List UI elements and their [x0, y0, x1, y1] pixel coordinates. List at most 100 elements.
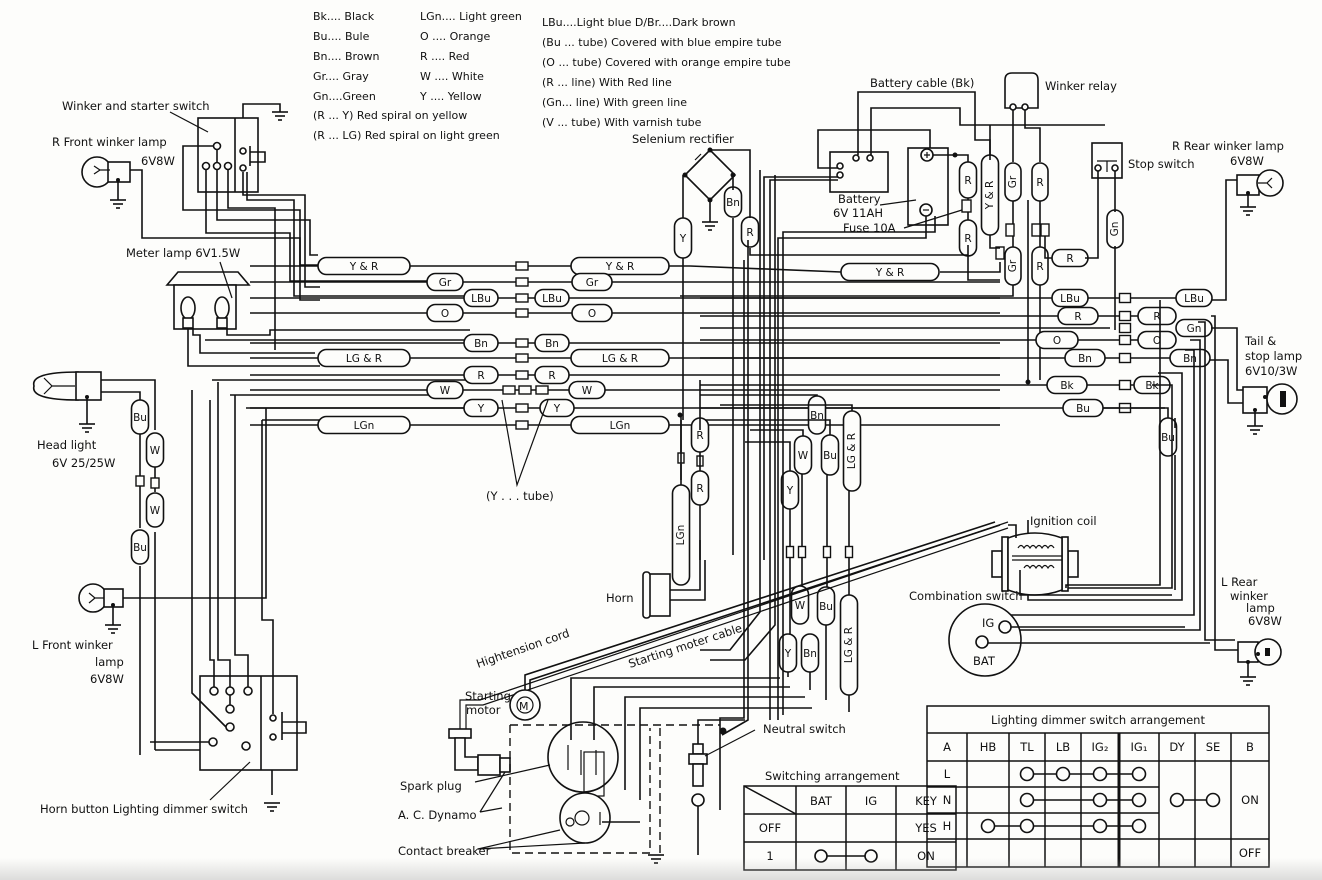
wire-tube: Y — [673, 217, 693, 259]
label-y-tube: (Y . . . tube) — [486, 489, 554, 503]
wire-tube: Y & R — [840, 262, 940, 282]
wire-tube-label: Y & R — [349, 261, 379, 273]
wire-tube: Bu — [816, 586, 836, 626]
wire-tube-label: O — [1153, 335, 1161, 347]
rear-winker-lamp-l-icon — [1237, 638, 1282, 686]
wire-tube-label: R — [1036, 261, 1043, 273]
legend-entry: Bu.... Bule — [313, 30, 370, 43]
legend-entry: Bk.... Black — [313, 10, 375, 23]
wire-tube-label: O — [441, 308, 449, 320]
connector-icon — [515, 308, 529, 318]
rear-winker-lamp-r-icon — [1236, 169, 1284, 216]
label-rear-winker-l-3: lamp — [1246, 601, 1275, 615]
dimmer-contact — [1055, 766, 1071, 782]
dimmer-table-header: HB — [980, 740, 997, 754]
connector-icon — [515, 353, 529, 363]
label-front-winker-l-3: 6V8W — [90, 672, 124, 686]
label-front-winker-r: R Front winker lamp — [52, 135, 167, 149]
legend-entry: Y .... Yellow — [419, 90, 482, 103]
wire-tube-label: Y — [553, 403, 561, 415]
wire-tube: LGn — [317, 415, 411, 435]
label-stop-switch: Stop switch — [1128, 157, 1195, 171]
dimmer-contact — [1131, 818, 1147, 834]
wire-tube: Y — [778, 633, 798, 673]
wire-tube-label: W — [150, 445, 161, 457]
wire-tube-label: LGn — [354, 420, 375, 432]
starter-relay-icon — [829, 151, 889, 193]
legend-entry: (R ... Y) Red spiral on yellow — [313, 109, 467, 122]
wire-tube: Bu — [1158, 417, 1178, 457]
legend-entry: (R ... LG) Red spiral on light green — [313, 129, 500, 142]
wire-tube-label: LG & R — [846, 433, 858, 469]
wire-tube-label: LBu — [471, 293, 491, 305]
legend-entry: (O ... tube) Covered with orange empire … — [542, 56, 791, 69]
connector-icon — [844, 545, 854, 559]
wire-tube: LG & R — [839, 594, 859, 696]
dimmer-contact — [1169, 792, 1185, 808]
wire-tube-label: Gn — [1187, 323, 1202, 335]
label-tail-stop-lamp-2: stop lamp — [1245, 349, 1302, 363]
dimmer-table-header: A — [943, 740, 951, 754]
label-rear-winker-r: R Rear winker lamp — [1172, 139, 1284, 153]
wire-tube: W — [793, 435, 813, 475]
wire-tube-label: Bu — [1076, 403, 1090, 415]
wire-tube-label: W — [582, 385, 593, 397]
connector-icon — [1118, 292, 1132, 304]
connector-icon — [797, 545, 807, 559]
wire-tube: Bn — [800, 633, 820, 673]
connector-icon — [515, 370, 529, 380]
label-starting-motor-2: motor — [466, 703, 501, 717]
wire-tube: W — [145, 432, 165, 468]
label-winker-relay: Winker relay — [1045, 79, 1117, 93]
wire-tube-label: LG & R — [346, 353, 382, 365]
switch-table-row-label: 1 — [766, 849, 773, 863]
legend-entry: (Bu ... tube) Covered with blue empire t… — [542, 36, 782, 49]
legend-entry: Gr.... Gray — [313, 70, 369, 83]
wire-tube-label: R — [477, 370, 484, 382]
wire-tube: Gn — [1175, 318, 1213, 338]
dimmer-contact — [1092, 792, 1108, 808]
dimmer-table-title: Lighting dimmer switch arrangement — [991, 713, 1205, 727]
wire-tube-label: LG & R — [602, 353, 638, 365]
wire-tube: Bn — [723, 186, 743, 218]
combination-switch-icon — [948, 603, 1022, 677]
label-rear-winker-l-4: 6V8W — [1248, 614, 1282, 628]
wire-tube: R — [463, 365, 499, 385]
wire-tube: O — [426, 303, 464, 323]
dimmer-contact — [980, 818, 996, 834]
wire-tube: O — [1035, 330, 1079, 350]
legend-entry: O .... Orange — [420, 30, 491, 43]
label-winker-starter-switch: Winker and starter switch — [62, 99, 210, 113]
wire-tube: LBu — [463, 288, 499, 308]
dimmer-table-header: DY — [1169, 740, 1185, 754]
dimmer-table-row-label: L — [944, 767, 951, 781]
wire-tube-label: LBu — [542, 293, 562, 305]
label-head-light: Head light — [37, 438, 97, 452]
wire-tube-label: Gr — [1007, 175, 1019, 188]
wire-tube-label: Y & R — [605, 261, 635, 273]
wire-tube-label: R — [548, 370, 555, 382]
wire-tube-label: R — [964, 175, 971, 187]
wire-tube-label: Bn — [1078, 353, 1092, 365]
ground-icon — [272, 111, 288, 121]
wire-tube-label: R — [1153, 311, 1160, 323]
connector-icon — [1118, 379, 1132, 391]
wire-tube: LBu — [1051, 288, 1089, 308]
wire-tube: O — [571, 303, 613, 323]
ignition-coil-icon — [991, 532, 1079, 596]
wire-tube-label: Bn — [545, 338, 559, 350]
label-rear-winker-r-spec: 6V8W — [1230, 154, 1264, 168]
wire-tube: Bn — [1169, 348, 1211, 368]
switching-arrangement-title: Switching arrangement — [765, 769, 900, 783]
label-front-winker-r-spec: 6V8W — [141, 154, 175, 168]
connector-icon — [822, 545, 832, 559]
wire-tube: R — [1031, 162, 1049, 202]
label-front-winker-l-2: lamp — [95, 655, 124, 669]
label-fuse: Fuse 10A — [843, 221, 896, 235]
label-battery: Battery — [838, 192, 881, 206]
winker-relay-icon — [1004, 72, 1039, 111]
dimmer-table-header: IG₂ — [1092, 740, 1109, 754]
motor-symbol: M — [519, 700, 529, 713]
